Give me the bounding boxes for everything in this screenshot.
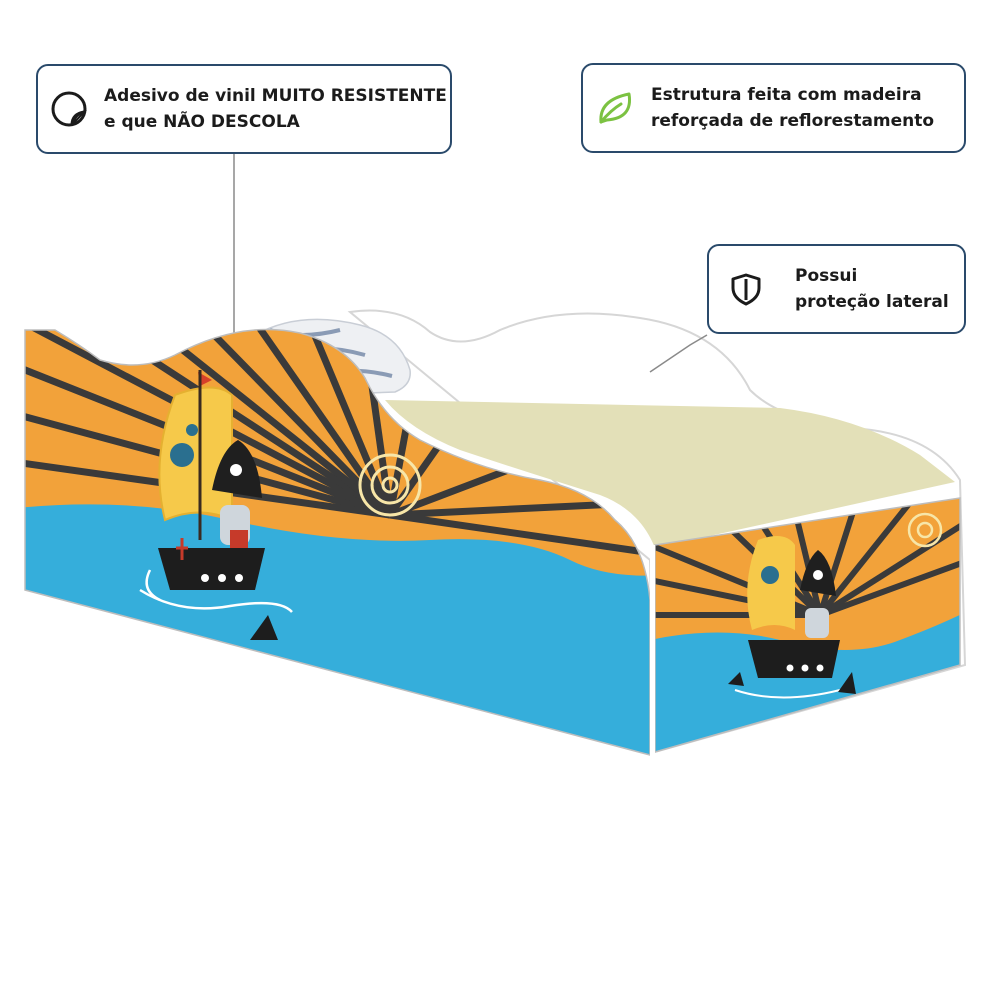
- sticker-peel-icon: [50, 90, 88, 128]
- callout-pointer-line-protection: [649, 334, 708, 373]
- pirate-character: [212, 440, 262, 552]
- callout-protection-line-2: proteção lateral: [795, 292, 949, 312]
- callout-vinyl-line-1: Adesivo de vinil MUITO RESISTENTE: [104, 86, 447, 106]
- callout-vinyl-line-2: e que NÃO DESCOLA: [104, 112, 300, 132]
- sun-swirl: [358, 453, 422, 517]
- shark-fin: [250, 615, 278, 640]
- callout-wood-structure: Estrutura feita com madeira reforçada de…: [581, 63, 966, 153]
- callout-protection-line-1: Possui: [795, 266, 858, 286]
- leaf-icon: [595, 88, 635, 128]
- callout-structure-line-1: Estrutura feita com madeira: [651, 85, 922, 105]
- callout-structure-line-2: reforçada de reflorestamento: [651, 111, 935, 131]
- ship-hull: [158, 538, 265, 590]
- callout-side-protection: Possui proteção lateral: [707, 244, 966, 334]
- callout-vinyl-sticker: Adesivo de vinil MUITO RESISTENTE e que …: [36, 64, 452, 154]
- shield-icon: [729, 272, 763, 306]
- mattress: [385, 400, 955, 548]
